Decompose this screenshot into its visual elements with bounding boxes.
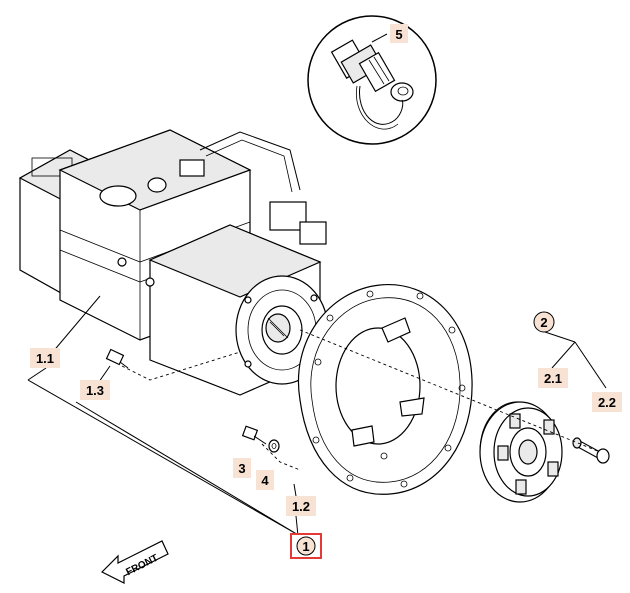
- callout-2[interactable]: 2: [533, 311, 555, 333]
- svg-text:2: 2: [540, 315, 547, 330]
- svg-text:2.2: 2.2: [598, 395, 616, 410]
- front-direction-arrow: FRONT: [100, 540, 169, 584]
- coupling-part-2-1: [479, 401, 563, 503]
- flywheel-housing-plate: [298, 284, 473, 495]
- bolt-part-3: [241, 425, 267, 445]
- svg-text:5: 5: [395, 27, 402, 42]
- svg-text:3: 3: [238, 461, 245, 476]
- svg-text:2.1: 2.1: [544, 371, 562, 386]
- callout-1-3[interactable]: 1.3: [80, 380, 110, 400]
- svg-text:1.2: 1.2: [292, 499, 310, 514]
- washer-part-4: [268, 439, 280, 453]
- callout-3[interactable]: 3: [233, 458, 251, 478]
- svg-text:1.1: 1.1: [36, 351, 54, 366]
- bolt-part-1-3: [105, 348, 129, 369]
- svg-text:1: 1: [302, 539, 309, 554]
- svg-text:1.3: 1.3: [86, 383, 104, 398]
- hydraulic-pump-assembly: [18, 129, 329, 396]
- callout-1-1[interactable]: 1.1: [30, 348, 60, 368]
- svg-text:4: 4: [261, 473, 269, 488]
- callout-2-2[interactable]: 2.2: [592, 392, 622, 412]
- inset-detail-part-5: [307, 15, 437, 145]
- callout-5[interactable]: 5: [390, 24, 408, 43]
- callout-4[interactable]: 4: [256, 470, 274, 490]
- callout-2-1[interactable]: 2.1: [538, 368, 568, 388]
- callout-1-2[interactable]: 1.2: [286, 496, 316, 516]
- bolt-part-2-2: [572, 437, 610, 464]
- callout-1-selected[interactable]: 1: [290, 533, 322, 559]
